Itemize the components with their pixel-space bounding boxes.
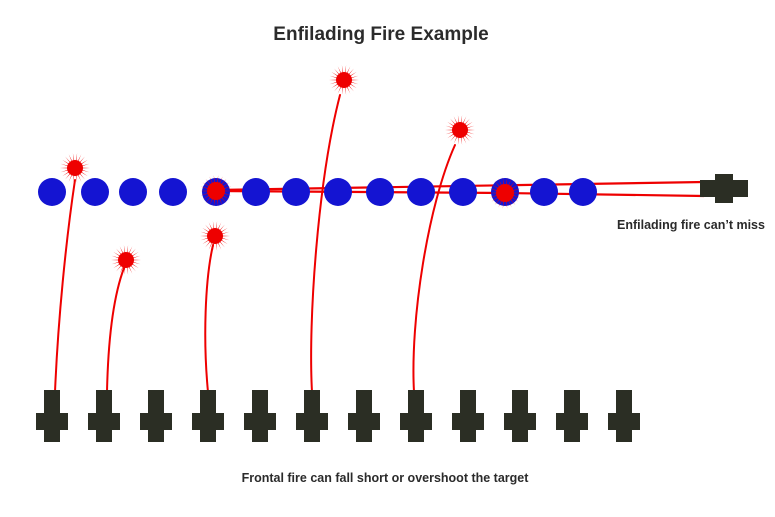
unit-arms [400,413,432,430]
friendly-unit-8 [400,390,432,442]
frontal-impact-burst-5 [445,115,475,145]
machine-gun-layer [700,174,748,203]
unit-arms [140,413,172,430]
friendly-unit-10 [504,390,536,442]
frontal-impact-burst-3 [200,221,230,251]
friendly-unit-9 [452,390,484,442]
unit-arms [192,413,224,430]
unit-arms [36,413,68,430]
enemy-target-3 [119,178,147,206]
frontal-trajectory-1 [54,179,76,393]
enfilading-caption: Enfilading fire can’t miss [617,218,765,232]
enemy-target-4 [159,178,187,206]
frontal-trajectory-3 [204,244,214,393]
frontal-caption: Frontal fire can fall short or overshoot… [242,471,530,485]
enfilading-impact-burst-1 [200,175,232,207]
enemy-target-14 [569,178,597,206]
gun-mount [715,174,733,203]
frontal-impact-burst-2 [111,245,141,275]
unit-arms [608,413,640,430]
friendly-unit-1 [36,390,68,442]
frontal-trajectory-5 [412,144,456,393]
enemy-target-2 [81,178,109,206]
frontal-trajectory-2 [106,267,125,393]
frontal-trajectory-layer [54,94,456,393]
enemy-target-10 [407,178,435,206]
friendly-unit-7 [348,390,380,442]
friendly-unit-11 [556,390,588,442]
friendly-unit-6 [296,390,328,442]
friendly-unit-3 [140,390,172,442]
enemy-target-13 [530,178,558,206]
unit-arms [296,413,328,430]
enemy-target-1 [38,178,66,206]
enemy-target-8 [324,178,352,206]
enemy-target-7 [282,178,310,206]
enemy-target-6 [242,178,270,206]
enemy-target-11 [449,178,477,206]
page-title: Enfilading Fire Example [273,24,488,45]
friendly-unit-layer [36,390,640,442]
friendly-unit-2 [88,390,120,442]
frontal-trajectory-4 [310,94,341,393]
enemy-target-9 [366,178,394,206]
unit-arms [88,413,120,430]
enemy-line-layer [38,178,597,206]
machine-gun [700,174,748,203]
unit-arms [244,413,276,430]
frontal-impact-burst-1 [60,153,90,183]
frontal-impact-burst-4 [329,65,359,95]
friendly-unit-4 [192,390,224,442]
unit-arms [452,413,484,430]
unit-arms [556,413,588,430]
friendly-unit-12 [608,390,640,442]
unit-arms [348,413,380,430]
enfilading-impact-burst-2 [489,177,521,209]
impact-burst-layer [60,65,521,275]
unit-arms [504,413,536,430]
friendly-unit-5 [244,390,276,442]
